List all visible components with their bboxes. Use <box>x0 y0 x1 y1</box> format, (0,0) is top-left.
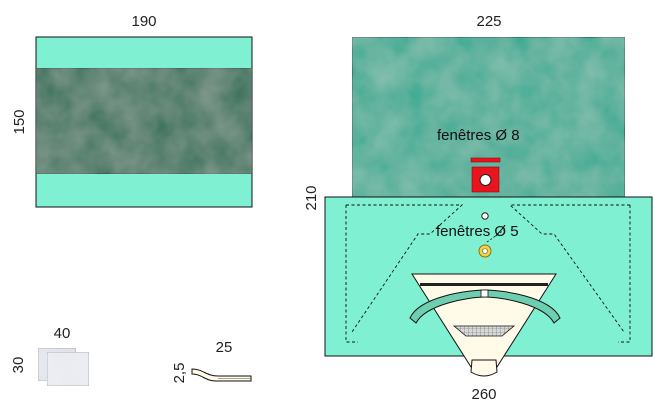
compress-height-label: 30 <box>10 357 27 374</box>
drape-left-width-label: 190 <box>131 13 156 30</box>
drape-right-width-top-label: 225 <box>476 13 501 30</box>
window-small-ring <box>478 244 492 258</box>
compress-front-sheet <box>46 351 90 387</box>
window-small-pointer <box>486 229 505 243</box>
drape-left-absorbent-band <box>35 67 253 175</box>
drape-right-width-bottom-label: 260 <box>471 386 496 401</box>
tape-height-label: 2,5 <box>171 363 188 384</box>
fold-lines <box>345 204 631 343</box>
drape-right-height-label: 210 <box>303 185 320 210</box>
tape-width-label: 25 <box>216 339 233 356</box>
window-small-label: fenêtres Ø 5 <box>436 223 519 240</box>
tape: 25 2,5 <box>171 339 252 384</box>
drape-right: 225 210 fenêtres Ø 8 fenêtres Ø 5 <box>303 13 653 401</box>
tape-strip <box>191 368 252 382</box>
window-large-marker <box>470 157 501 193</box>
collection-pouch <box>409 273 561 377</box>
compress: 40 30 <box>10 325 90 387</box>
window-large-label: fenêtres Ø 8 <box>437 127 520 144</box>
drape-left: 190 150 <box>11 13 253 208</box>
compress-width-label: 40 <box>54 325 71 342</box>
drape-left-height-label: 150 <box>11 109 28 134</box>
window-small-hole <box>481 212 489 220</box>
